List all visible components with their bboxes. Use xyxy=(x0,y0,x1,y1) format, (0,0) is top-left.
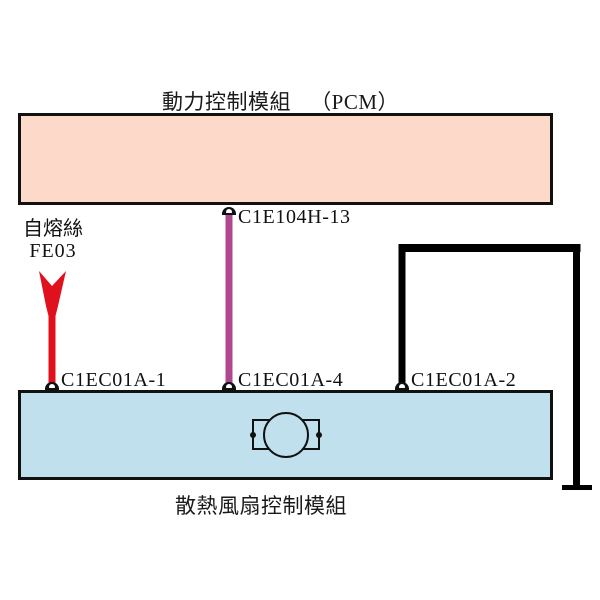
pcm-module-abbr: （PCM） xyxy=(310,90,400,114)
motor-icon xyxy=(250,412,322,458)
fuse-fe03-wire xyxy=(39,271,66,384)
pin-icon-c1ec01a-4 xyxy=(222,382,236,390)
pcm-module-title: 動力控制模組 （PCM） xyxy=(162,86,399,116)
fan-control-module-title: 散熱風扇控制模組 xyxy=(175,494,347,518)
pin-icon-c1ec01a-1 xyxy=(45,382,59,390)
connector-label-c1ec01a-4: C1EC01A-4 xyxy=(238,369,344,391)
pin-icon-c1e104h-13 xyxy=(222,207,236,215)
pcm-module-box xyxy=(18,113,553,205)
connector-label-c1e104h-13: C1E104H-13 xyxy=(238,206,351,228)
fuse-label: 自熔絲 FE03 xyxy=(10,216,96,262)
pin-icon-c1ec01a-2 xyxy=(395,382,409,390)
fuse-arrow-icon xyxy=(39,271,66,318)
connector-label-c1ec01a-1: C1EC01A-1 xyxy=(61,369,167,391)
connector-label-c1ec01a-2: C1EC01A-2 xyxy=(411,369,517,391)
pcm-module-name: 動力控制模組 xyxy=(162,90,291,114)
fuse-id: FE03 xyxy=(29,240,77,262)
ground-icon xyxy=(562,485,592,490)
fuse-name: 自熔絲 xyxy=(23,216,83,240)
ground-wire xyxy=(398,244,592,490)
signal-wire-purple xyxy=(225,212,233,384)
